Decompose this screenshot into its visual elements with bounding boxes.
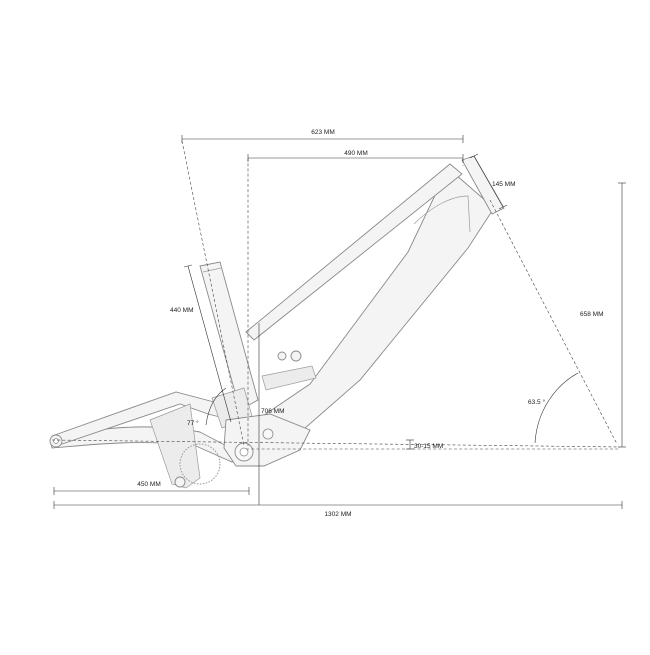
head-tube-label: 145 MM — [492, 181, 515, 188]
seat-angle-label: 77 ° — [187, 419, 199, 427]
head-angle-arc — [534, 372, 579, 444]
axle-baseline — [51, 439, 621, 448]
head-tube-dim-tick-bottom — [498, 204, 508, 210]
rear-axle — [53, 438, 59, 444]
bottom-bracket-inner — [239, 447, 249, 457]
stack-label: 658 MM — [580, 311, 603, 318]
seat-angle-arc — [205, 387, 227, 426]
seat-collar — [202, 267, 222, 273]
bike-frame — [49, 155, 505, 489]
bb-label: 706 MM — [261, 408, 284, 415]
brake-mount — [174, 476, 186, 488]
seatstay-brace — [149, 403, 201, 489]
rear-shock — [261, 365, 317, 391]
chainstay-label: 450 MM — [137, 481, 160, 488]
bb-drop-label: 30-15 MM — [414, 443, 443, 450]
steering-axis — [489, 199, 618, 445]
dimension-labels: 623 MM 490 MM 145 MM 658 MM 440 MM 77 ° … — [137, 129, 603, 518]
head-angle-label: 63.5 ° — [528, 398, 545, 406]
dimension-lines — [53, 135, 626, 509]
seat-tube-dim-tick-top — [183, 264, 193, 268]
seat-tube-label: 440 MM — [170, 307, 193, 314]
head-tube-dim-line — [473, 155, 504, 208]
chainring — [179, 443, 221, 485]
pivot-bolt — [262, 428, 274, 440]
head-tube — [461, 155, 505, 215]
reach-label: 490 MM — [344, 150, 367, 157]
seat-tube-dim-line — [187, 265, 232, 423]
gusset — [413, 195, 471, 233]
head-tube-dim-tick-top — [469, 153, 479, 159]
construction-lines — [51, 140, 621, 450]
wheelbase-label: 1302 MM — [324, 511, 351, 518]
top-tube — [245, 163, 463, 341]
shock-mount-top — [290, 350, 302, 362]
seat-tube — [199, 261, 259, 411]
shock-reservoir — [277, 351, 287, 361]
top-tube-label: 623 MM — [311, 129, 334, 136]
